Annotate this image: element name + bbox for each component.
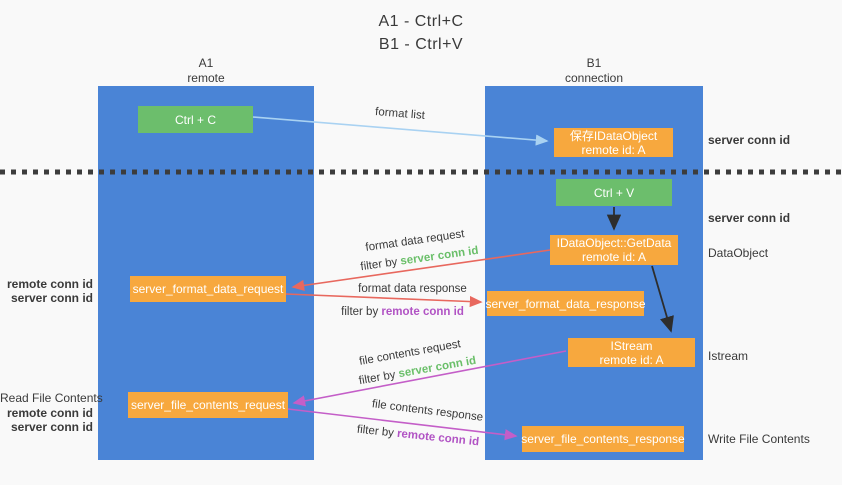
lifeline-b1-role: connection [564,71,624,85]
node-save-idataobject-line1: 保存IDataObject [569,128,658,143]
filter-prefix: filter by [341,306,379,318]
node-server-format-data-response-label: server_format_data_response [485,296,646,311]
lifeline-header-b1: B1 connection [485,56,703,86]
filter-prefix: filter by [357,368,397,388]
node-idataobject-getdata: IDataObject::GetData remote id: A [550,235,678,265]
label-write-file-contents: Write File Contents [708,432,810,446]
node-server-file-contents-response-label: server_file_contents_response [521,432,685,446]
label-dataobject: DataObject [708,246,769,260]
node-ctrl-c-label: Ctrl + C [174,112,216,127]
filter-prefix: filter by [356,423,395,440]
label-filter-format-data-response: filter by remote conn id [340,305,465,319]
node-ctrl-v: Ctrl + V [556,179,672,206]
label-istream: Istream [708,349,749,363]
filter-prefix: filter by [359,256,399,274]
node-istream: IStream remote id: A [568,338,695,367]
filter-value-remote-conn-id: remote conn id [381,306,464,318]
label-filter-file-contents-response: filter by remote conn id [353,422,484,450]
label-read-file-contents: Read File Contents [0,391,103,405]
node-idataobject-getdata-line1: IDataObject::GetData [556,236,672,250]
lifeline-a1-name: A1 [198,56,214,70]
node-save-idataobject: 保存IDataObject remote id: A [554,128,673,157]
node-ctrl-c: Ctrl + C [138,106,253,133]
node-istream-line1: IStream [610,338,653,353]
label-server-conn-id-left-top: server conn id [10,291,93,305]
label-remote-conn-id-left-bottom: remote conn id [6,406,93,420]
node-idataobject-getdata-line2: remote id: A [581,250,647,264]
label-format-list: format list [374,106,426,122]
node-save-idataobject-line2: remote id: A [581,142,646,157]
node-server-file-contents-response: server_file_contents_response [521,426,685,452]
label-server-conn-id-right-top: server conn id [708,133,791,147]
label-server-conn-id-right-mid: server conn id [708,211,791,225]
node-server-file-contents-request-label: server_file_contents_request [130,398,286,412]
label-remote-conn-id-left-top: remote conn id [6,277,93,291]
node-server-format-data-request-label: server_format_data_request [132,282,284,296]
label-server-conn-id-left-bottom: server conn id [10,420,93,434]
diagram-title: A1 - Ctrl+C B1 - Ctrl+V [0,10,842,56]
filter-value-remote-conn-id: remote conn id [396,427,480,449]
title-line-a1: A1 - Ctrl+C [378,13,464,30]
lifeline-a1-role: remote [187,71,225,85]
title-line-b1: B1 - Ctrl+V [378,36,464,53]
lifeline-b1-name: B1 [586,56,602,70]
node-server-file-contents-request: server_file_contents_request [128,392,288,418]
lifeline-header-a1: A1 remote [98,56,314,86]
label-format-data-response: format data response [358,283,467,295]
node-server-format-data-response: server_format_data_response [485,291,646,316]
label-file-contents-response: file contents response [371,398,484,424]
node-istream-line2: remote id: A [599,352,664,367]
node-server-format-data-request: server_format_data_request [130,276,286,302]
node-ctrl-v-label: Ctrl + V [593,185,635,200]
